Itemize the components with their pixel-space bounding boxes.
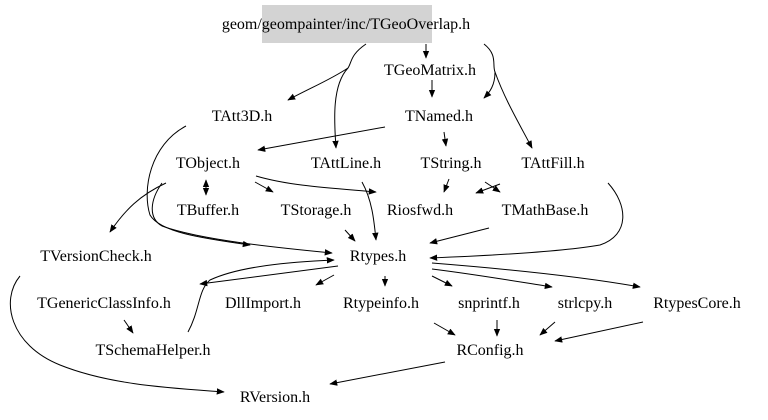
node-tnamed[interactable]: TNamed.h (405, 108, 473, 125)
node-tatt3d[interactable]: TAtt3D.h (212, 108, 273, 125)
edge-root-tattline (332, 67, 349, 149)
edges (9, 43, 644, 395)
edge-rconfig-rversion (329, 361, 446, 386)
node-tbuffer[interactable]: TBuffer.h (177, 202, 239, 219)
edge-tattfill-rtypes (429, 182, 624, 261)
root-node-box (262, 5, 432, 43)
edge-tatt3d-rtypes (146, 125, 251, 248)
node-dllimport[interactable]: DllImport.h (225, 295, 301, 312)
edge-tobject-tversioncheck (109, 182, 167, 233)
node-tattfill[interactable]: TAttFill.h (521, 155, 584, 172)
node-rtypeinfo[interactable]: Rtypeinfo.h (343, 295, 419, 312)
edge-tmathbase-rtypes (429, 227, 490, 245)
edge-tversioncheck-rversion (9, 275, 225, 395)
node-tschemahelper[interactable]: TSchemaHelper.h (95, 342, 210, 359)
node-rtypes[interactable]: Rtypes.h (350, 248, 406, 265)
edge-tnamed-tobject (257, 126, 386, 152)
edge-tnamed-tstring (441, 131, 449, 147)
edge-rtypes-strlcpy (431, 268, 553, 290)
edge-root-tatt3d (287, 43, 367, 101)
edge-tstring-riosfwd (443, 178, 450, 193)
node-rconfig[interactable]: RConfig.h (456, 342, 523, 359)
edge-tobject-tstorage (254, 181, 274, 193)
edge-rtypeinfo-rconfig (433, 322, 456, 336)
edge-root-tattfill (494, 71, 533, 149)
edge-tschemahelper-rtypes (187, 257, 335, 333)
node-strlcpy[interactable]: strlcpy.h (558, 295, 613, 312)
edge-root-tnamed (483, 43, 496, 99)
edge-tmathbase-riosfwd (475, 183, 501, 194)
edge-tgenericclassinfo-tschemahelper (123, 319, 134, 334)
node-tattline[interactable]: TAttLine.h (311, 155, 381, 172)
node-tstring[interactable]: TString.h (421, 155, 482, 172)
edge-rtypes-dllimport (315, 274, 335, 286)
edge-rtypes-snprintf (431, 275, 453, 287)
root-node[interactable]: geom/geompainter/inc/TGeoOverlap.h (222, 16, 470, 33)
edge-rtypes-rtypescore (431, 262, 641, 289)
node-tstorage[interactable]: TStorage.h (281, 202, 352, 219)
node-tmathbase[interactable]: TMathBase.h (502, 202, 589, 219)
edge-rtypes-tgenericclassinfo (199, 265, 339, 287)
nodes: geom/geompainter/inc/TGeoOverlap.h TGeoM… (37, 5, 741, 406)
node-tgeomatrix[interactable]: TGeoMatrix.h (384, 62, 476, 79)
node-rversion[interactable]: RVersion.h (240, 389, 310, 406)
node-riosfwd[interactable]: Riosfwd.h (387, 202, 453, 219)
node-tgenericclassinfo[interactable]: TGenericClassInfo.h (37, 295, 171, 312)
edge-strlcpy-rconfig (539, 321, 556, 336)
edge-tobject-rtypes (151, 182, 333, 256)
edge-rtypescore-rconfig (554, 321, 644, 343)
edge-tstorage-rtypes (344, 229, 356, 242)
edge-tobject-riosfwd (255, 175, 377, 195)
edge-tattline-rtypes (361, 181, 379, 241)
node-rtypescore[interactable]: RtypesCore.h (653, 295, 741, 312)
node-snprintf[interactable]: snprintf.h (458, 295, 520, 312)
node-tobject[interactable]: TObject.h (176, 155, 240, 172)
node-tversioncheck[interactable]: TVersionCheck.h (40, 248, 152, 265)
